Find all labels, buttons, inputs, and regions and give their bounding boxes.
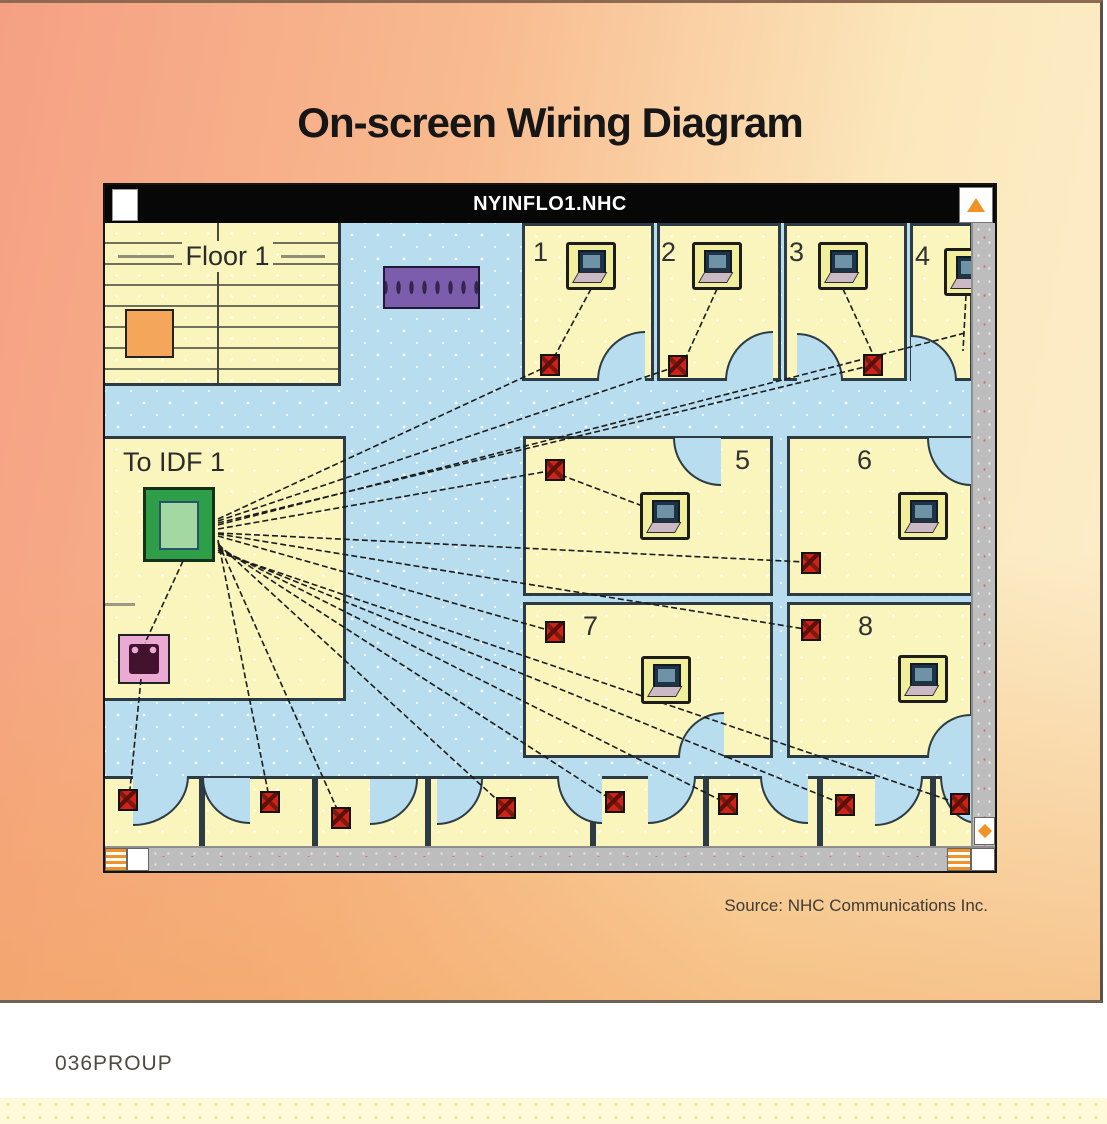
computer-monitor [652, 500, 680, 524]
outlet-icon[interactable] [331, 807, 351, 829]
outlet-icon[interactable] [668, 355, 688, 377]
outlet-icon[interactable] [801, 552, 821, 574]
phone-jack-icon[interactable] [118, 634, 170, 684]
computer-monitor [653, 664, 681, 688]
computer-screen [915, 505, 932, 518]
computer-icon[interactable] [641, 656, 691, 704]
computer-monitor [910, 663, 938, 687]
floorplan: Floor 1 To IDF 1 [105, 223, 971, 846]
computer-monitor [704, 250, 732, 274]
computer-screen [657, 505, 674, 518]
outlet-icon[interactable] [545, 459, 565, 481]
computer-screen [583, 255, 600, 268]
scroll-left-button[interactable] [105, 848, 127, 871]
room-number: 7 [583, 611, 599, 641]
room-number: 8 [858, 611, 874, 641]
computer-keyboard [572, 272, 608, 283]
idf-panel-icon[interactable] [143, 487, 215, 562]
floor-label-row: Floor 1 [105, 241, 338, 272]
computer-monitor [910, 500, 938, 524]
corner-button[interactable] [971, 848, 995, 871]
decorative-strip [0, 1098, 1107, 1124]
outlet-icon[interactable] [605, 791, 625, 813]
outlet-icon[interactable] [496, 797, 516, 819]
horizontal-scroll-track[interactable] [149, 848, 947, 871]
stairwell-area: Floor 1 [105, 223, 341, 386]
computer-monitor [956, 256, 971, 280]
maximize-button[interactable] [959, 187, 993, 223]
scroll-right-button[interactable] [947, 848, 971, 871]
room-number: 5 [735, 445, 751, 475]
computer-icon[interactable] [566, 242, 616, 290]
room-number: 6 [857, 445, 873, 475]
idf-label: To IDF 1 [123, 447, 226, 477]
system-menu-button[interactable] [112, 189, 138, 221]
room-number: 4 [915, 241, 931, 271]
purple-equipment-box[interactable] [383, 266, 480, 309]
wall [199, 776, 205, 846]
computer-monitor [830, 250, 858, 274]
divider-line [217, 223, 219, 383]
outlet-icon[interactable] [950, 793, 970, 815]
computer-keyboard [698, 272, 734, 283]
dash-line [280, 255, 325, 258]
room-number: 3 [789, 237, 805, 267]
orange-equipment-box[interactable] [125, 309, 174, 358]
computer-keyboard [904, 685, 940, 696]
dash-line [105, 603, 135, 606]
computer-keyboard [647, 686, 683, 697]
app-window: NYINFLO1.NHC Floor 1 [103, 183, 997, 873]
outlet-icon[interactable] [801, 619, 821, 641]
outlet-icon[interactable] [718, 793, 738, 815]
outlet-icon[interactable] [118, 789, 138, 811]
room-number: 1 [533, 237, 549, 267]
wall [312, 776, 318, 846]
room-number: 2 [661, 237, 677, 267]
triangle-icon [967, 198, 985, 212]
phone-jack-inner [129, 644, 159, 674]
figure-code: 036PROUP [55, 1052, 173, 1075]
figure-panel: On-screen Wiring Diagram NYINFLO1.NHC Fl… [0, 0, 1103, 1003]
computer-icon[interactable] [898, 492, 948, 540]
outlet-icon[interactable] [545, 621, 565, 643]
horizontal-scrollbar[interactable] [105, 846, 995, 871]
computer-icon[interactable] [692, 242, 742, 290]
computer-monitor [578, 250, 606, 274]
computer-screen [658, 669, 675, 682]
idf-panel-inner [159, 501, 199, 550]
computer-icon[interactable] [640, 492, 690, 540]
computer-screen [835, 255, 852, 268]
scroll-page-button[interactable] [127, 848, 149, 871]
figure-title: On-screen Wiring Diagram [297, 99, 803, 146]
computer-icon[interactable] [944, 248, 971, 296]
diamond-icon [977, 823, 992, 839]
computer-icon[interactable] [898, 655, 948, 703]
computer-keyboard [646, 522, 682, 533]
outlet-icon[interactable] [835, 794, 855, 816]
computer-screen [915, 668, 932, 681]
dash-line [118, 255, 175, 258]
outlet-icon[interactable] [863, 354, 883, 376]
wall [703, 776, 709, 846]
wall [817, 776, 823, 846]
outlet-icon[interactable] [540, 354, 560, 376]
computer-screen [709, 255, 726, 268]
wall [425, 776, 431, 846]
source-credit: Source: NHC Communications Inc. [724, 896, 988, 915]
computer-screen [961, 261, 971, 274]
floorplan-canvas: Floor 1 To IDF 1 [105, 223, 971, 846]
computer-keyboard [950, 278, 971, 289]
vertical-scrollbar[interactable] [971, 223, 995, 846]
idf-room: To IDF 1 [105, 436, 346, 701]
vertical-scroll-button[interactable] [974, 817, 995, 845]
computer-keyboard [904, 522, 940, 533]
wall [930, 776, 936, 846]
computer-icon[interactable] [818, 242, 868, 290]
window-titlebar: NYINFLO1.NHC [105, 185, 995, 223]
window-title: NYINFLO1.NHC [473, 192, 627, 215]
floor-label: Floor 1 [182, 241, 273, 272]
outlet-icon[interactable] [260, 791, 280, 813]
computer-keyboard [824, 272, 860, 283]
